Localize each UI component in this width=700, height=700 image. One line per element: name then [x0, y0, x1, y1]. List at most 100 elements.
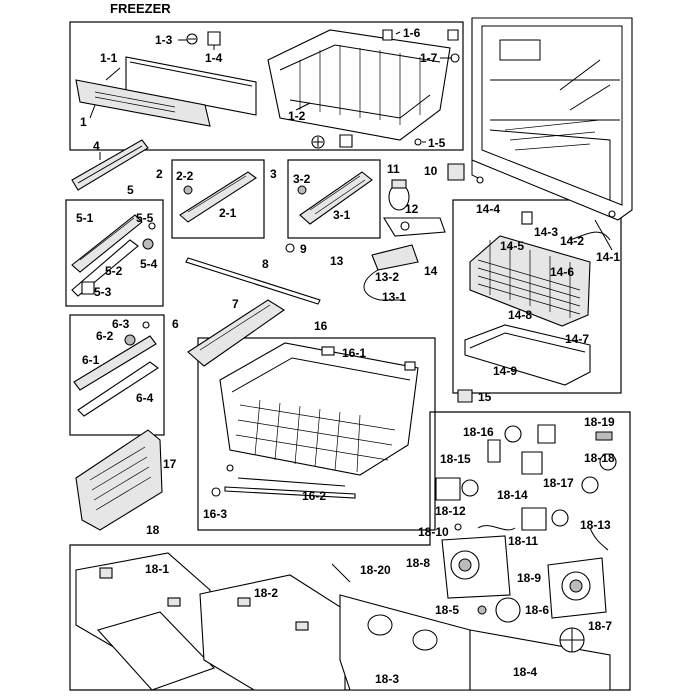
callout-label-l3: 3	[270, 167, 277, 181]
part-14-9-drain-pan	[464, 324, 591, 386]
callout-label-l11: 11	[387, 162, 400, 176]
part-8-rod	[185, 257, 321, 305]
group-box-2	[171, 159, 265, 239]
callout-label-l14-5: 14-5	[500, 239, 524, 253]
callout-label-l7: 7	[232, 297, 239, 311]
callout-label-l18-16: 18-16	[463, 425, 494, 439]
part-17-cover	[75, 429, 163, 531]
callout-label-l5-2: 5-2	[105, 264, 123, 278]
small-parts-group-1	[186, 29, 460, 149]
callout-label-l17: 17	[163, 457, 177, 471]
callout-label-l2-1: 2-1	[219, 206, 237, 220]
callout-label-l14-1: 14-1	[596, 250, 620, 264]
part-14-evaporator	[469, 211, 613, 327]
callout-label-l1-3: 1-3	[155, 33, 173, 47]
part-1-bracket	[75, 79, 211, 127]
group-box-5	[65, 199, 164, 307]
callout-label-l16-1: 16-1	[342, 346, 366, 360]
callout-label-l18-5: 18-5	[435, 603, 459, 617]
part-5-1-rail	[71, 214, 143, 273]
part-1-1-panel	[125, 56, 257, 116]
callout-label-l16-2: 16-2	[302, 489, 326, 503]
callout-label-l8: 8	[262, 257, 269, 271]
part-12-bracket	[383, 217, 446, 237]
callout-label-l18: 18	[146, 523, 160, 537]
part-15-fitting	[457, 389, 473, 403]
callout-label-l14-6: 14-6	[550, 265, 574, 279]
callout-label-l1-7: 1-7	[420, 51, 438, 65]
callout-label-l1-6: 1-6	[403, 26, 421, 40]
part-7-cover	[187, 299, 285, 367]
callout-label-l6-4: 6-4	[136, 391, 154, 405]
callout-label-l18-13: 18-13	[580, 518, 611, 532]
refrigerator-cabinet	[471, 17, 633, 221]
part-6-3-screw	[142, 321, 150, 329]
callout-label-l16: 16	[314, 319, 328, 333]
callout-label-l18-3: 18-3	[375, 672, 399, 686]
callout-label-l18-20: 18-20	[360, 563, 391, 577]
callout-label-l1: 1	[80, 115, 87, 129]
part-6-4-rail	[77, 361, 159, 417]
group-box-6	[69, 314, 165, 436]
callout-label-l14: 14	[424, 264, 438, 278]
callout-label-l6-2: 6-2	[96, 329, 114, 343]
callout-label-l14-9: 14-9	[493, 364, 517, 378]
callout-label-l1-2: 1-2	[288, 109, 306, 123]
part-18-8-fan-housing	[441, 535, 511, 599]
callout-label-l1-5: 1-5	[428, 136, 446, 150]
callout-label-l9: 9	[300, 242, 307, 256]
callout-label-l16-3: 16-3	[203, 507, 227, 521]
part-16-3-screw	[211, 487, 221, 497]
callout-label-l3-2: 3-2	[293, 172, 311, 186]
callout-label-l18-12: 18-12	[435, 504, 466, 518]
callout-label-l3-1: 3-1	[333, 208, 351, 222]
callout-label-l18-8: 18-8	[406, 556, 430, 570]
callout-label-l2-2: 2-2	[176, 169, 194, 183]
part-5-4-wheel	[142, 238, 154, 250]
group-box-14	[452, 199, 622, 394]
callout-label-l15: 15	[478, 390, 492, 404]
group-box-3	[287, 159, 381, 239]
group-box-18	[69, 411, 631, 691]
callout-label-l6-1: 6-1	[82, 353, 100, 367]
part-6-2-wheel	[124, 334, 136, 346]
callout-label-l18-9: 18-9	[517, 571, 541, 585]
part-2-1-rail	[179, 171, 257, 223]
callout-label-l5-5: 5-5	[136, 211, 154, 225]
callout-label-l12: 12	[405, 202, 419, 216]
group-box-1	[69, 21, 464, 151]
fan-motor-parts	[435, 424, 617, 551]
part-9-screw	[285, 243, 295, 253]
callout-label-l18-19: 18-19	[584, 415, 615, 429]
part-16-2-rail-upper	[237, 477, 346, 487]
callout-label-l18-17: 18-17	[543, 476, 574, 490]
callout-label-l18-4: 18-4	[513, 665, 537, 679]
callout-label-l4: 4	[93, 139, 100, 153]
callout-label-l2: 2	[156, 167, 163, 181]
callout-label-l6: 6	[172, 317, 179, 331]
callout-label-l1-4: 1-4	[205, 51, 223, 65]
callout-label-l5-4: 5-4	[140, 257, 158, 271]
part-3-2-screw	[297, 185, 307, 195]
part-18-4-plate	[469, 629, 611, 691]
part-3-1-rail	[299, 171, 373, 225]
callout-label-l10: 10	[424, 164, 438, 178]
part-5-5-screw	[148, 222, 156, 230]
part-13-sensor	[363, 244, 419, 301]
part-18-20-pin	[331, 563, 351, 583]
part-18-3-plate	[339, 594, 471, 691]
callout-label-l13-1: 13-1	[382, 290, 406, 304]
callout-label-l18-10: 18-10	[418, 525, 449, 539]
callout-label-l18-1: 18-1	[145, 562, 169, 576]
callout-label-l5: 5	[127, 183, 134, 197]
part-16-3b-screw	[226, 464, 234, 472]
callout-label-l1-1: 1-1	[100, 51, 118, 65]
callout-label-l13-2: 13-2	[375, 270, 399, 284]
callout-label-l14-4: 14-4	[476, 202, 500, 216]
part-10-switch	[447, 163, 465, 181]
part-6-1-rail	[73, 335, 157, 391]
part-18-2-panel	[199, 574, 346, 691]
part-5-3-clip	[81, 281, 95, 295]
